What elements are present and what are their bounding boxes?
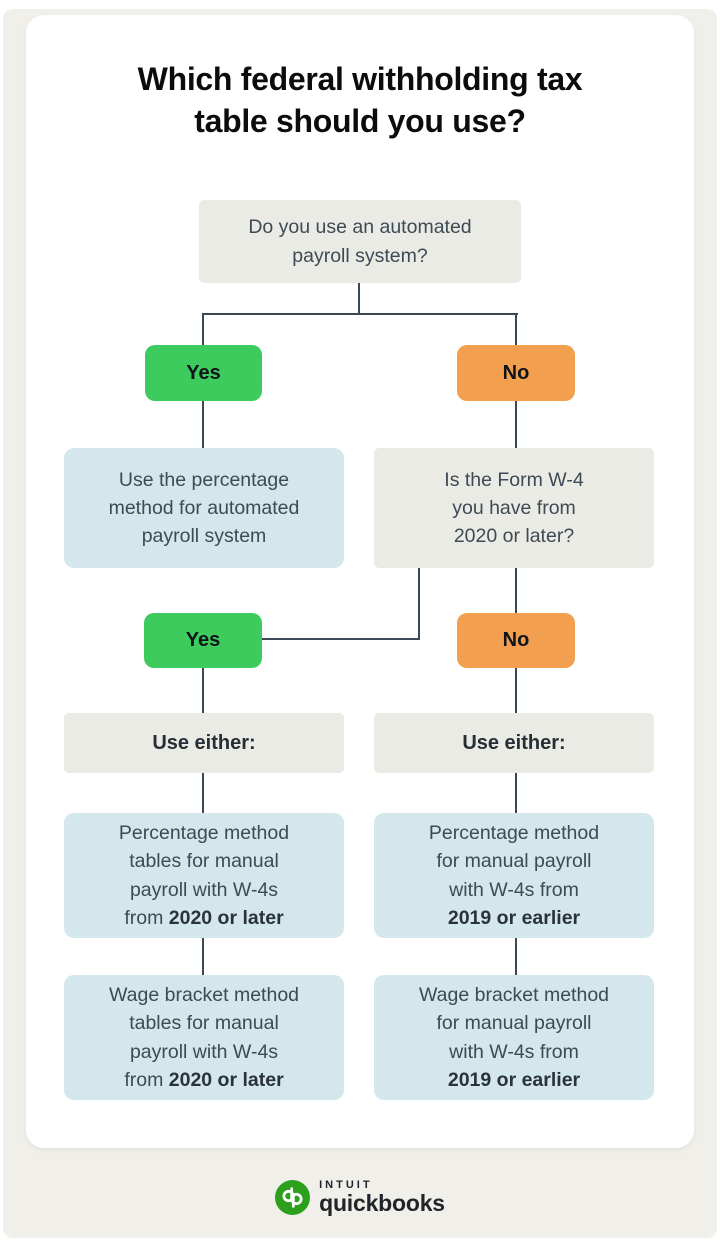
result-wage-bracket-2020: Wage bracket method tables for manual pa… (64, 975, 344, 1100)
line-text: for manual payroll (436, 1012, 592, 1035)
box-line: method for automated (109, 494, 300, 522)
no-badge-2: No (457, 613, 575, 668)
box-line: from 2020 or later (124, 1066, 283, 1094)
line-text: with W-4s from (449, 878, 579, 901)
box-line: 2019 or earlier (448, 1066, 580, 1094)
no-label: No (502, 629, 530, 651)
connector-line (202, 937, 204, 976)
no-badge-1: No (457, 345, 575, 401)
box-line: for manual payroll (437, 847, 592, 875)
line-text: Use the percentage (118, 468, 290, 491)
connector-line (202, 772, 204, 814)
box-line: Use either: (462, 729, 565, 758)
result-wage-bracket-2019: Wage bracket method for manual payroll w… (374, 975, 654, 1100)
line-text: from (124, 1068, 169, 1091)
connector-line (515, 567, 517, 614)
box-line: for manual payroll (437, 1009, 592, 1037)
line-text: payroll system (141, 525, 267, 548)
connector-line (202, 313, 204, 346)
result-percentage-manual-2019: Percentage method for manual payroll wit… (374, 813, 654, 938)
line-bold-text: 2019 or earlier (447, 1068, 581, 1091)
line-text: with W-4s from (449, 1040, 579, 1063)
box-line: from 2020 or later (124, 904, 283, 932)
intuit-wordmark: INTUIT (319, 1179, 373, 1191)
line-text: Wage bracket method (418, 983, 610, 1006)
box-line: tables for manual (129, 1009, 279, 1037)
question-w4-year: Is the Form W-4 you have from 2020 or la… (374, 448, 654, 568)
connector-line (202, 667, 204, 714)
line-text: tables for manual (129, 850, 279, 873)
line-bold-text: 2019 or earlier (447, 906, 581, 929)
box-line: 2020 or later? (454, 522, 574, 550)
box-line: Use either: (152, 729, 255, 758)
use-either-right: Use either: (374, 713, 654, 773)
box-line: with W-4s from (449, 1038, 579, 1066)
box-line: Wage bracket method (419, 981, 609, 1009)
no-label: No (502, 361, 530, 384)
connector-line (515, 772, 517, 814)
line-text: payroll system? (292, 244, 428, 267)
connector-line (418, 567, 420, 640)
box-line: payroll with W-4s (130, 876, 278, 904)
line-text: tables for manual (129, 1012, 279, 1035)
line-text: Percentage method (118, 821, 290, 844)
connector-line (515, 937, 517, 976)
result-percentage-manual-2020: Percentage method tables for manual payr… (64, 813, 344, 938)
yes-label: Yes (185, 629, 221, 651)
yes-badge-2: Yes (144, 613, 262, 668)
quickbooks-logo-icon (275, 1179, 311, 1215)
quickbooks-wordmark: quickbooks (319, 1190, 445, 1217)
box-line: with W-4s from (449, 876, 579, 904)
question-automated-payroll: Do you use an automated payroll system? (199, 200, 521, 283)
yes-label: Yes (186, 361, 221, 384)
connector-line (515, 313, 517, 346)
line-text: Do you use an automated (248, 216, 472, 239)
box-line: payroll system? (292, 242, 427, 270)
box-line: payroll with W-4s (130, 1038, 278, 1066)
line-text: Is the Form W-4 (444, 468, 584, 491)
connector-line (515, 400, 517, 448)
box-line: payroll system (142, 522, 267, 550)
line-text: Use either: (462, 731, 566, 754)
line-text: 2020 or later? (453, 525, 575, 548)
line-text: you have from (452, 496, 576, 519)
result-automated-percentage-method: Use the percentage method for automated … (64, 448, 344, 568)
line-text: Use either: (152, 731, 256, 754)
page-title-line1: Which federal withholding tax (137, 61, 583, 97)
brand-footer: INTUIT quickbooks (0, 1179, 720, 1215)
line-text: Wage bracket method (108, 983, 300, 1006)
line-bold-text: 2020 or later (168, 1068, 284, 1091)
use-either-left: Use either: (64, 713, 344, 773)
box-line: Wage bracket method (109, 981, 299, 1009)
connector-line (515, 667, 517, 714)
page-title-line2: table should you use? (194, 103, 526, 140)
box-line: Is the Form W-4 (444, 466, 583, 494)
line-text: payroll with W-4s (129, 878, 279, 901)
box-line: Percentage method (119, 819, 289, 847)
box-line: Use the percentage (119, 466, 289, 494)
connector-line (202, 400, 204, 448)
line-text: payroll with W-4s (129, 1040, 279, 1063)
connector-line (262, 638, 420, 640)
yes-badge-1: Yes (145, 345, 262, 401)
box-line: Do you use an automated (248, 213, 471, 241)
line-text: method for automated (108, 496, 300, 519)
connector-line (358, 283, 360, 314)
box-line: you have from (452, 494, 576, 522)
line-bold-text: 2020 or later (168, 906, 284, 929)
line-text: from (124, 906, 169, 929)
box-line: Percentage method (429, 819, 599, 847)
line-text: Percentage method (428, 821, 600, 844)
line-text: for manual payroll (436, 850, 592, 873)
connector-line (202, 313, 518, 315)
page-title: Which federal withholding tax table shou… (0, 58, 720, 142)
box-line: tables for manual (129, 847, 279, 875)
brand-wordmark: INTUIT quickbooks (319, 1179, 445, 1215)
box-line: 2019 or earlier (448, 904, 580, 932)
